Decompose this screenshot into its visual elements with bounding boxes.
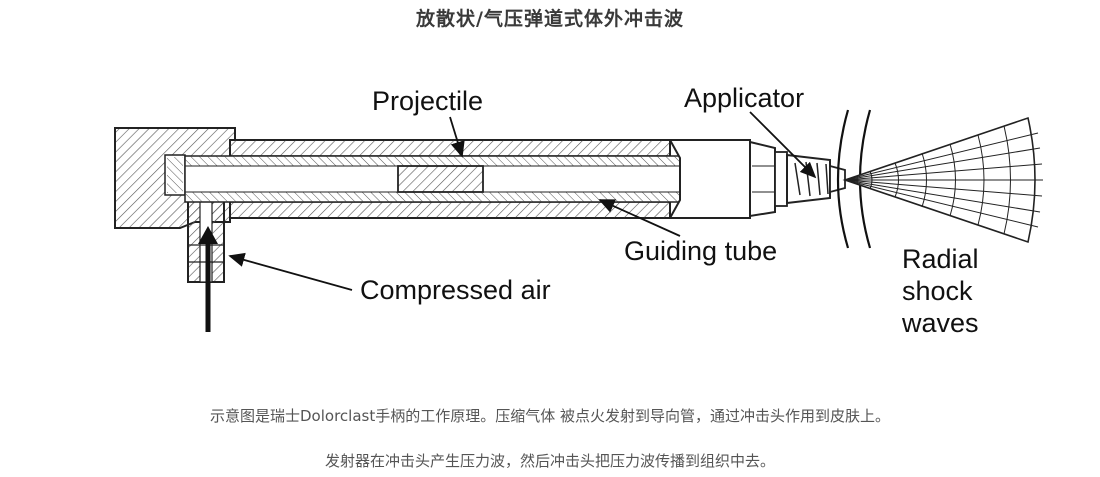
page-title: 放散状/气压弹道式体外冲击波 [416,8,684,30]
applicator-tip [786,153,846,205]
air-flow-arrow-head [198,226,218,244]
shock-arc-inner [836,109,850,249]
label-applicator: Applicator [684,83,804,113]
label-radial-line1: Radial [902,244,979,274]
caption-line-2: 发射器在冲击头产生压力波，然后冲击头把压力波传播到组织中去。 [324,452,775,470]
compressed-air-pointer [228,252,353,291]
caption-line-1: 示意图是瑞士Dolorclast手柄的工作原理。压缩气体 被点火发射到导向管，通… [210,407,890,425]
guiding-tube-pointer [598,199,681,237]
applicator-pointer [749,111,817,179]
label-radial-line3: waves [901,308,979,338]
label-compressed-air: Compressed air [360,275,551,305]
radial-wave-fan [842,116,1043,244]
label-radial-line2: shock [902,276,973,306]
projectile-pointer [449,116,465,158]
applicator-body [668,139,788,219]
label-guiding-tube: Guiding tube [624,236,777,266]
label-projectile: Projectile [372,86,483,116]
projectile [397,165,484,193]
